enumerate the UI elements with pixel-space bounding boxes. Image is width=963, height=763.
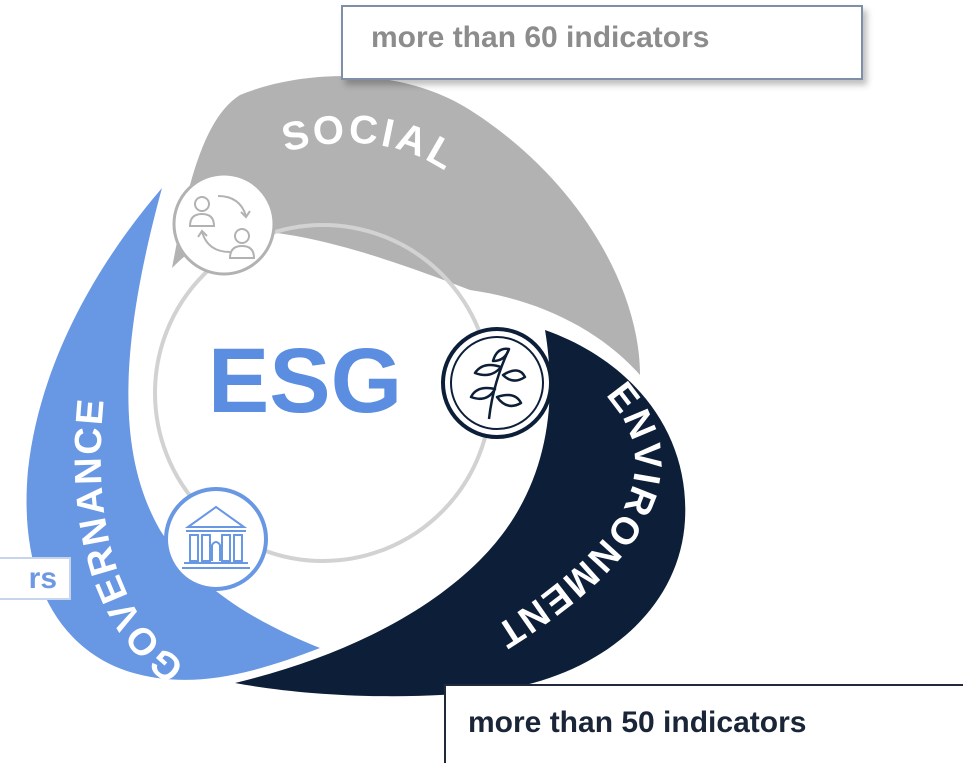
governance-segment — [26, 188, 320, 680]
government-building-icon — [164, 487, 268, 591]
social-indicators-text: more than 60 indicators — [371, 21, 710, 54]
environment-indicators-text: more than 50 indicators — [468, 706, 807, 739]
environment-segment — [235, 330, 686, 697]
environment-indicators-box: more than 50 indicators — [444, 684, 963, 763]
center-title: ESG — [208, 330, 402, 432]
governance-indicators-text: rs — [28, 562, 57, 595]
plant-leaves-icon — [441, 327, 553, 439]
people-exchange-icon — [172, 172, 276, 276]
social-indicators-box: more than 60 indicators — [341, 5, 863, 80]
governance-indicators-box: rs — [0, 557, 71, 600]
social-segment — [172, 76, 640, 375]
